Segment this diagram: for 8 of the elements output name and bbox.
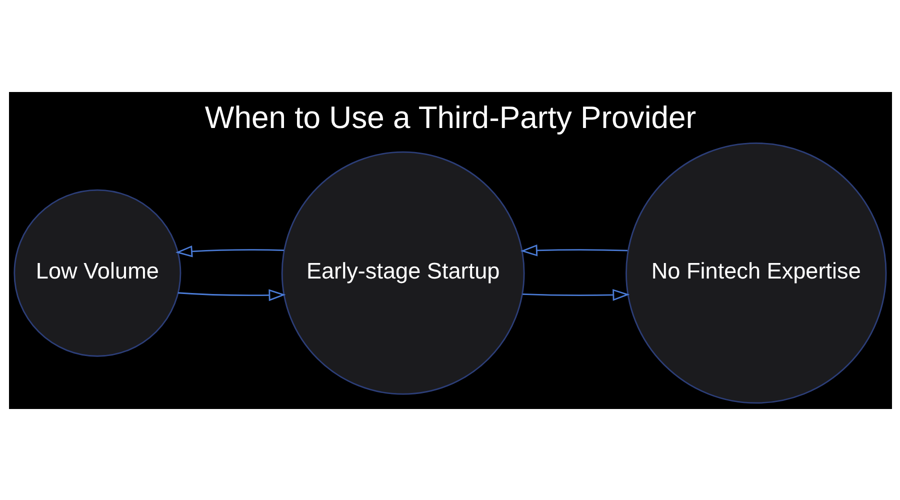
node-circle: Low Volume xyxy=(13,188,181,356)
arrow xyxy=(520,244,628,256)
diagram-title: When to Use a Third-Party Provider xyxy=(204,100,696,135)
arrow xyxy=(522,288,630,300)
node-circle: Early-stage Startup xyxy=(280,150,524,394)
arrow xyxy=(177,288,286,301)
arrow xyxy=(175,244,284,257)
node-circle: No Fintech Expertise xyxy=(625,142,886,404)
